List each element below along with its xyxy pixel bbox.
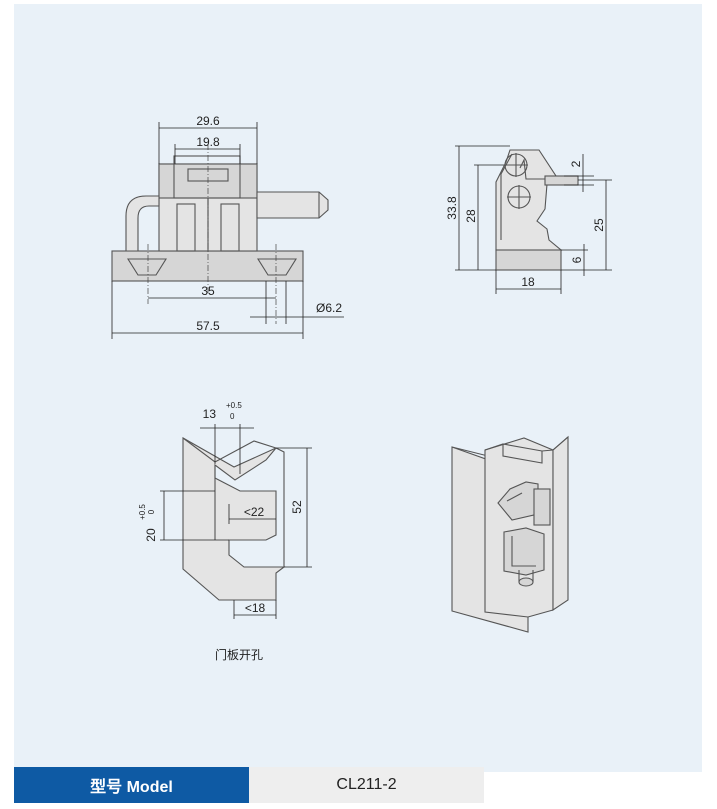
dim-20-tol-lower: 0 (147, 509, 156, 514)
side-tab (544, 175, 579, 186)
iso-panel-top (451, 446, 489, 457)
door-top-edge (182, 437, 277, 463)
dim-20-tol-upper: +0.5 (138, 504, 147, 520)
dim-29.6-label: 29.6 (196, 114, 220, 128)
dim-20-label: 20 (144, 528, 158, 542)
base-plate (111, 250, 304, 282)
model-bar: 型号 Model CL211-2 (14, 767, 484, 803)
dim-13-tol-lower: 0 (230, 412, 235, 421)
dim-22-label: <22 (244, 505, 265, 519)
dim-25-label: 25 (592, 218, 606, 232)
iso-upper-pin (497, 481, 539, 521)
side-base (495, 249, 562, 271)
iso-flange-top (552, 436, 569, 451)
curved-pin (125, 195, 160, 252)
drawing-sheet: 29.6 19.8 35 Ø6.2 57.5 (14, 4, 702, 772)
side-inner-detail (519, 158, 545, 180)
iso-pin-housing (533, 488, 551, 526)
left-countersink (127, 258, 167, 276)
iso-lower-detail (511, 536, 536, 567)
right-leg (220, 203, 240, 252)
front-view: 29.6 19.8 35 Ø6.2 57.5 (111, 114, 344, 339)
iso-hinge-top (484, 443, 554, 452)
straight-pin (256, 191, 329, 219)
dim-52-label: 52 (290, 500, 304, 514)
dim-33.8-label: 33.8 (445, 196, 459, 220)
iso-lower-housing (503, 527, 545, 576)
iso-pin-detail (506, 492, 523, 502)
technical-drawing: 29.6 19.8 35 Ø6.2 57.5 (111, 114, 612, 662)
iso-lower-pin (518, 577, 534, 587)
dim-dia-label: Ø6.2 (316, 301, 342, 315)
cutout-view: 13 +0.5 0 20 +0.5 0 <22 52 <18 门板开孔 (138, 401, 312, 662)
iso-hinge-body (484, 437, 554, 618)
dim-28-label: 28 (464, 209, 478, 223)
door-right-edge (275, 447, 285, 567)
hinge-top-block (173, 155, 241, 199)
dim-2-label: 2 (569, 160, 583, 167)
isometric-view (451, 435, 569, 633)
dim-19.8-label: 19.8 (196, 135, 220, 149)
dim-35-label: 35 (201, 284, 215, 298)
iso-flange (552, 435, 569, 612)
dim-18b-label: <18 (245, 601, 266, 615)
iso-hinge-top-face (502, 444, 543, 464)
model-label: 型号 Model (14, 767, 249, 803)
dim-13-label: 13 (203, 407, 217, 421)
side-inner-edge (500, 153, 513, 240)
model-value: CL211-2 (249, 767, 484, 803)
side-view: 33.8 28 2 25 6 18 (445, 145, 612, 294)
left-leg (176, 203, 196, 252)
right-countersink (257, 258, 297, 276)
cutout-caption: 门板开孔 (215, 647, 263, 662)
dim-6-label: 6 (570, 256, 584, 263)
dim-13-tol-upper: +0.5 (226, 401, 242, 410)
dim-57.5-label: 57.5 (196, 319, 220, 333)
dim-18-label: 18 (521, 275, 535, 289)
